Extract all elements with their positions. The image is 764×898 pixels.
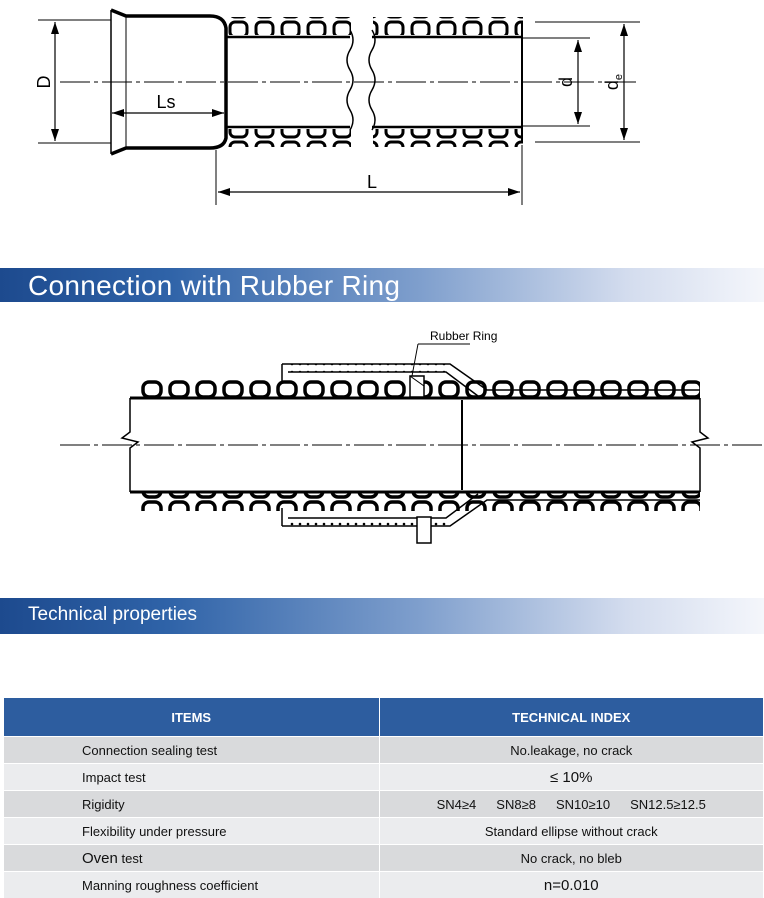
label-d: d bbox=[556, 77, 576, 87]
label-Ls: Ls bbox=[156, 92, 175, 112]
row-value: Standard ellipse without crack bbox=[379, 818, 763, 845]
row-item: Flexibility under pressure bbox=[4, 818, 379, 845]
row-item-test: test bbox=[118, 851, 143, 866]
row-item: Connection sealing test bbox=[4, 737, 379, 764]
table-row: Impact test ≤ 10% bbox=[4, 764, 763, 791]
header-items: ITEMS bbox=[4, 698, 379, 737]
header-technical-index: TECHNICAL INDEX bbox=[379, 698, 763, 737]
table-row: Flexibility under pressure Standard elli… bbox=[4, 818, 763, 845]
row-item: Rigidity bbox=[4, 791, 379, 818]
rigidity-sn12-5: SN12.5≥12.5 bbox=[630, 797, 706, 812]
label-D: D bbox=[34, 76, 54, 89]
technical-properties-table: ITEMS TECHNICAL INDEX Connection sealing… bbox=[4, 698, 763, 898]
row-item: Impact test bbox=[4, 764, 379, 791]
row-value: No crack, no bleb bbox=[379, 845, 763, 872]
label-de: de bbox=[602, 74, 625, 90]
table-row: Oven test No crack, no bleb bbox=[4, 845, 763, 872]
row-value: SN4≥4 SN8≥8 SN10≥10 SN12.5≥12.5 bbox=[379, 791, 763, 818]
table-header-row: ITEMS TECHNICAL INDEX bbox=[4, 698, 763, 737]
table-row: Rigidity SN4≥4 SN8≥8 SN10≥10 SN12.5≥12.5 bbox=[4, 791, 763, 818]
rigidity-sn10: SN10≥10 bbox=[556, 797, 610, 812]
section-title-connection: Connection with Rubber Ring bbox=[28, 270, 400, 302]
rigidity-sn4: SN4≥4 bbox=[437, 797, 477, 812]
row-value: ≤ 10% bbox=[379, 764, 763, 791]
label-L: L bbox=[367, 172, 377, 192]
label-de-subscript: e bbox=[613, 74, 625, 80]
row-item: Manning roughness coefficient bbox=[4, 872, 379, 898]
section-banner-connection: Connection with Rubber Ring bbox=[0, 268, 764, 302]
section-title-technical: Technical properties bbox=[28, 604, 197, 626]
row-item-oven: Oven bbox=[82, 850, 118, 867]
section-banner-technical: Technical properties bbox=[0, 598, 764, 634]
table-row: Manning roughness coefficient n=0.010 bbox=[4, 872, 763, 898]
rubber-ring-connection-diagram: Rubber Ring bbox=[0, 320, 764, 550]
row-value: n=0.010 bbox=[379, 872, 763, 898]
table-row: Connection sealing test No.leakage, no c… bbox=[4, 737, 763, 764]
row-value: No.leakage, no crack bbox=[379, 737, 763, 764]
row-item: Oven test bbox=[4, 845, 379, 872]
pipe-dimension-diagram: D Ls d de L bbox=[0, 0, 764, 215]
rigidity-sn8: SN8≥8 bbox=[496, 797, 536, 812]
label-rubber-ring: Rubber Ring bbox=[430, 329, 497, 343]
